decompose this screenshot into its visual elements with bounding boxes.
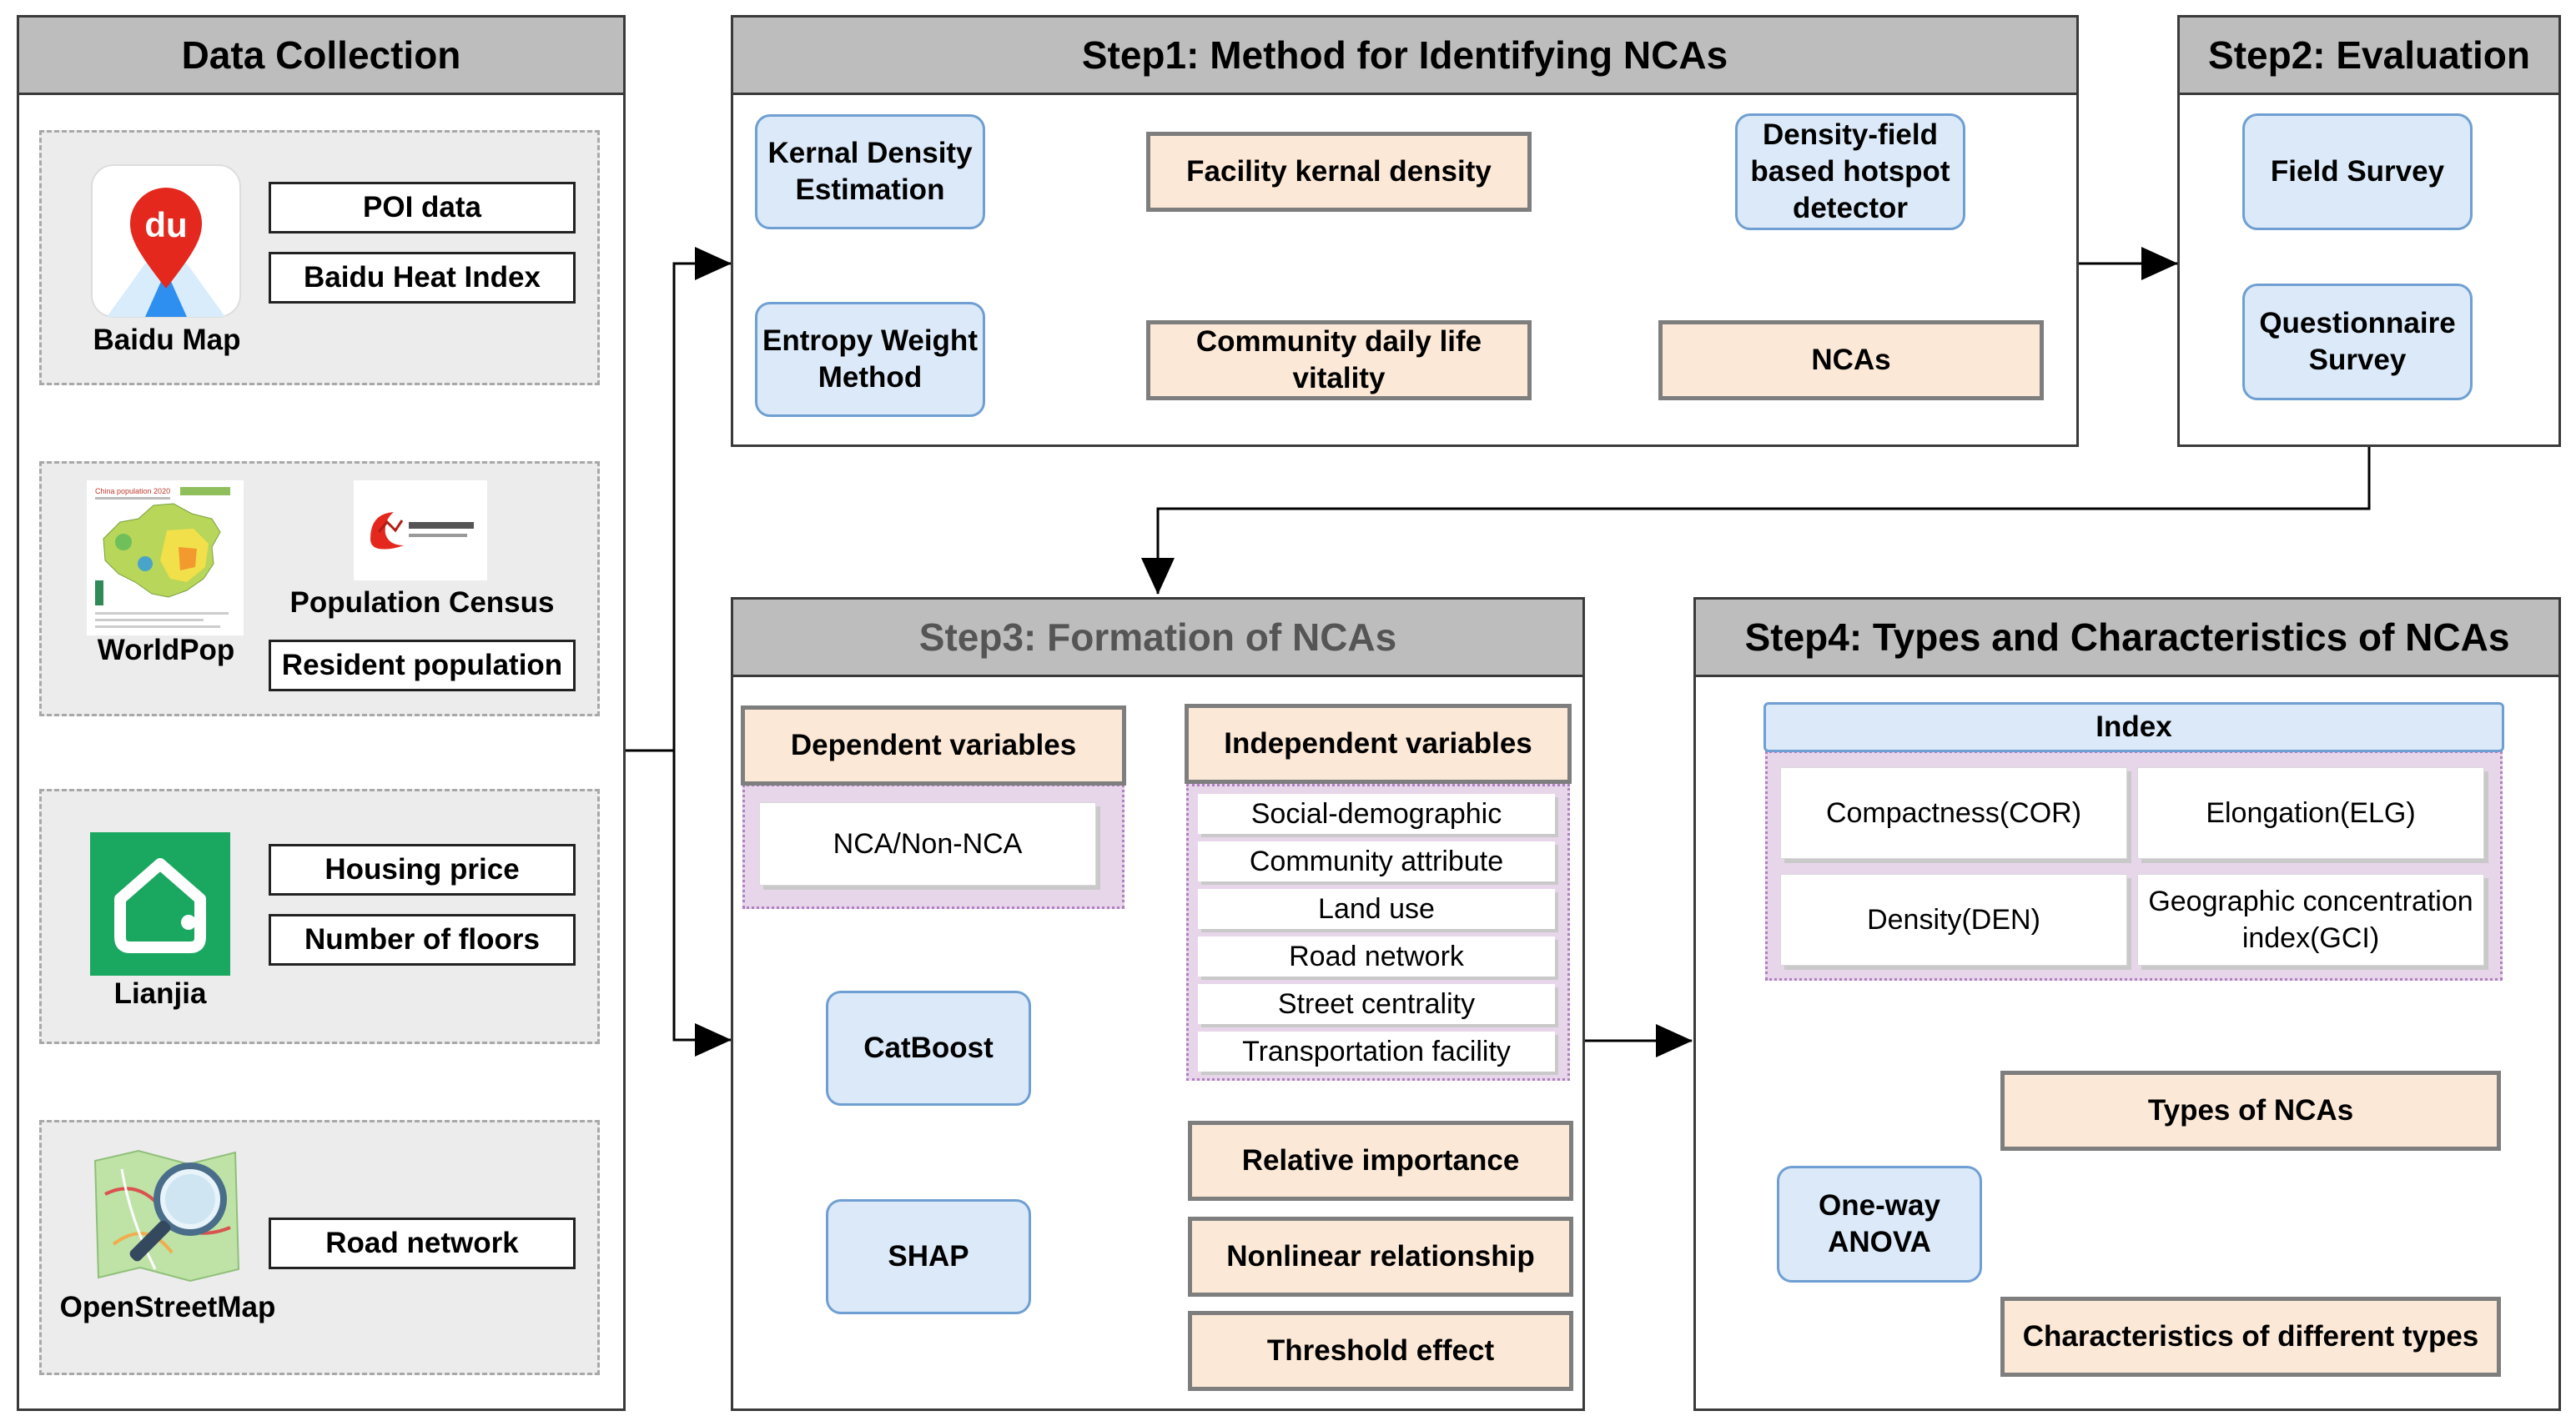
independent-item: Road network: [1198, 936, 1555, 977]
population-census-label: Population Census: [289, 586, 555, 619]
index-item: Compactness(COR): [1780, 767, 2127, 859]
item-resident-population: Resident population: [269, 640, 576, 691]
step2-title: Step2: Evaluation: [2180, 18, 2558, 95]
source-name-openstreetmap: OpenStreetMap: [59, 1291, 276, 1323]
independent-item: Street centrality: [1198, 984, 1555, 1024]
hotspot-detector-box: Density-field based hotspot detector: [1735, 113, 1965, 230]
item-road-network: Road network: [269, 1218, 576, 1269]
baidu-logo-text: du: [144, 205, 187, 244]
population-census-logo: [354, 480, 487, 580]
independent-item: Community attribute: [1198, 841, 1555, 881]
entropy-weight-box: Entropy Weight Method: [755, 302, 985, 417]
dependent-variables-label: Dependent variables: [741, 705, 1126, 786]
output-nonlinear-relationship: Nonlinear relationship: [1188, 1217, 1573, 1297]
index-label: Index: [1763, 702, 2504, 752]
item-poi-data: POI data: [269, 182, 576, 233]
item-number-of-floors: Number of floors: [269, 914, 576, 966]
source-name-lianjia: Lianjia: [113, 977, 207, 1010]
independent-item: Land use: [1198, 889, 1555, 929]
catboost-box: CatBoost: [826, 991, 1031, 1106]
shap-box: SHAP: [826, 1199, 1031, 1314]
vitality-box: Community daily life vitality: [1146, 320, 1532, 400]
facility-density-box: Facility kernal density: [1146, 132, 1532, 212]
index-item: Geographic concentration index(GCI): [2137, 874, 2484, 966]
independent-item: Social-demographic: [1198, 794, 1555, 834]
output-threshold-effect: Threshold effect: [1188, 1311, 1573, 1391]
step4-title: Step4: Types and Characteristics of NCAs: [1696, 600, 2558, 677]
arrow-data-to-step3: [672, 751, 732, 1057]
kde-box: Kernal Density Estimation: [755, 114, 985, 229]
item-baidu-heat-index: Baidu Heat Index: [269, 252, 576, 304]
item-housing-price: Housing price: [269, 844, 576, 896]
openstreetmap-logo: [88, 1144, 247, 1286]
arrow-step2-to-step3: [1141, 445, 2371, 595]
step3-title: Step3: Formation of NCAs: [733, 600, 1582, 677]
questionnaire-survey-box: Questionnaire Survey: [2242, 284, 2473, 400]
anova-box: One-way ANOVA: [1777, 1166, 1982, 1283]
independent-item: Transportation facility: [1198, 1032, 1555, 1072]
characteristics-box: Characteristics of different types: [2000, 1297, 2501, 1377]
lianjia-logo: [90, 832, 230, 976]
types-of-ncas-box: Types of NCAs: [2000, 1071, 2501, 1151]
source-name-worldpop: WorldPop: [97, 634, 235, 666]
baidu-map-logo: du: [90, 163, 242, 319]
dependent-item-nca: NCA/Non-NCA: [759, 802, 1096, 886]
data-collection-title: Data Collection: [19, 18, 623, 95]
output-relative-importance: Relative importance: [1188, 1121, 1573, 1201]
ncas-result-box: NCAs: [1658, 320, 2044, 400]
independent-variables-label: Independent variables: [1185, 704, 1572, 784]
field-survey-box: Field Survey: [2242, 113, 2473, 230]
worldpop-map-title: China population 2020: [95, 487, 170, 495]
index-item: Elongation(ELG): [2137, 767, 2484, 859]
worldpop-map-image: China population 2020: [87, 480, 244, 635]
step1-title: Step1: Method for Identifying NCAs: [733, 18, 2076, 95]
arrow-data-to-step1: [624, 247, 732, 752]
index-item: Density(DEN): [1780, 874, 2127, 966]
source-name-baidu: Baidu Map: [93, 324, 241, 356]
